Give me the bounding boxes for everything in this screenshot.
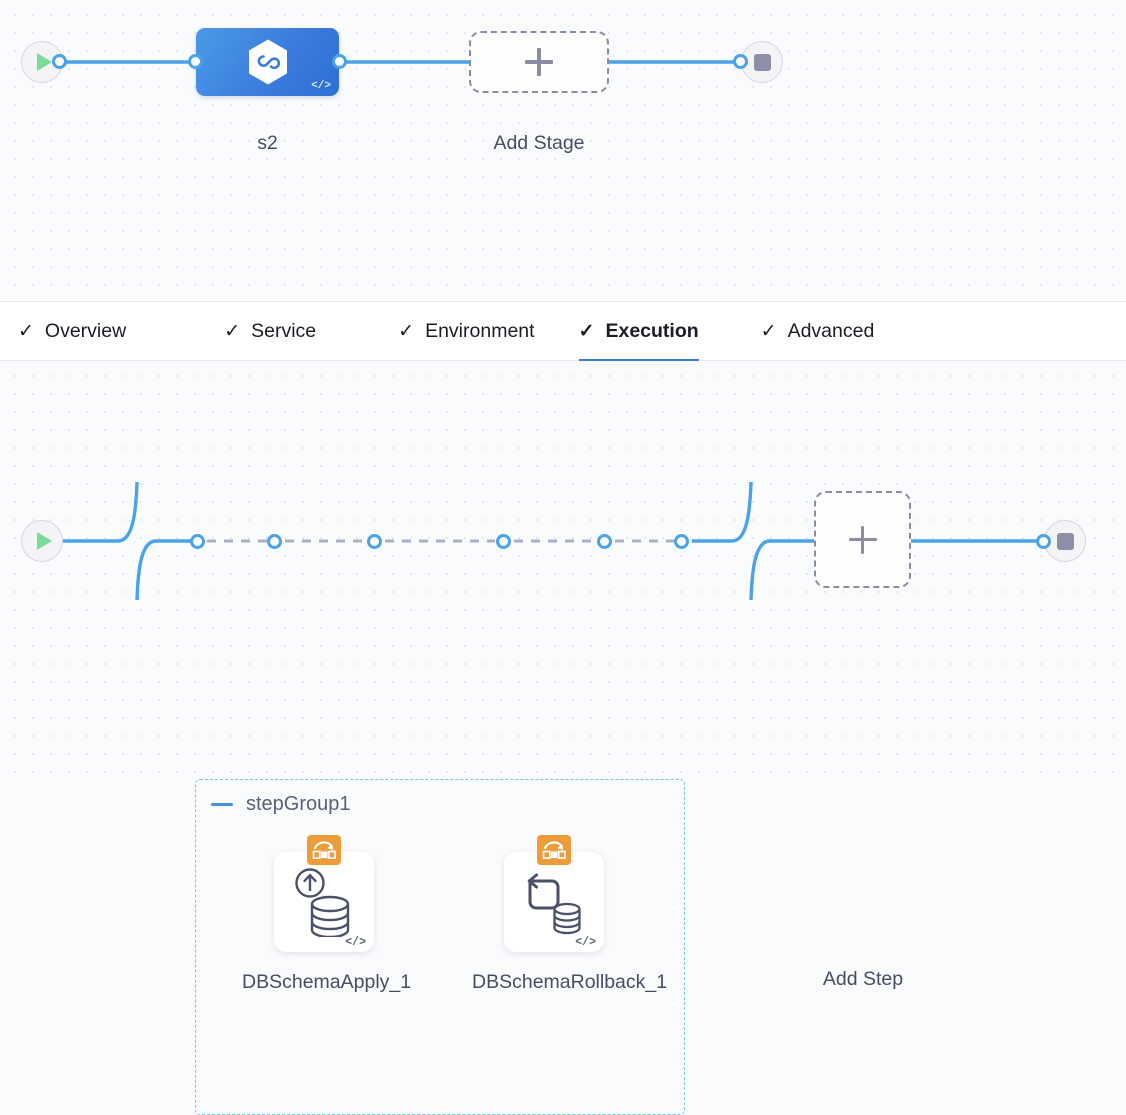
check-icon: ✓	[18, 320, 34, 342]
tab-label: Overview	[44, 319, 127, 342]
minus-icon[interactable]	[211, 802, 233, 807]
step1-code-icon[interactable]: </>	[345, 936, 366, 949]
execution-start-output-port[interactable]	[190, 534, 205, 549]
step-group-container[interactable]	[195, 779, 685, 1115]
stage-node-s2[interactable]: </>	[196, 28, 339, 96]
database-apply-up-arrow-icon	[295, 868, 350, 937]
tab-label: Advanced	[787, 319, 875, 342]
execution-end-input-port[interactable]	[1036, 534, 1051, 549]
step-group-label: stepGroup1	[246, 793, 351, 815]
stage-node-label: s2	[257, 132, 278, 154]
execution-steps-canvas[interactable]: stepGroup1 </>	[0, 361, 1126, 1115]
step2-output-port[interactable]	[597, 534, 612, 549]
stage-config-tabs[interactable]: ✓ Overview ✓ Service ✓ Environment ✓ Exe…	[0, 301, 1126, 362]
tab-label: Environment	[425, 319, 535, 342]
tab-advanced[interactable]: ✓ Advanced	[761, 302, 875, 361]
step2-label: DBSchemaRollback_1	[472, 971, 668, 993]
tab-service[interactable]: ✓ Service	[224, 302, 316, 361]
step-node-dbschemaapply[interactable]: </>	[274, 835, 374, 952]
plus-icon	[525, 48, 553, 76]
step1-label: DBSchemaApply_1	[242, 971, 412, 993]
step1-output-port[interactable]	[367, 534, 382, 549]
step2-code-icon[interactable]: </>	[575, 936, 596, 949]
stage-node-output-port[interactable]	[332, 54, 347, 69]
tab-label: Service	[251, 319, 317, 342]
play-icon	[36, 532, 52, 550]
check-icon: ✓	[578, 320, 595, 342]
pipeline-stage-canvas[interactable]: </> s2 Add Stage	[0, 0, 1126, 301]
execution-start-node[interactable]	[21, 520, 63, 562]
step-group-header[interactable]: stepGroup1	[211, 793, 351, 816]
play-icon	[36, 53, 52, 71]
check-icon: ✓	[760, 320, 777, 342]
stage-code-icon[interactable]: </>	[311, 80, 331, 92]
add-stage-label: Add Stage	[493, 132, 585, 154]
db-schema-migration-icon	[307, 835, 341, 865]
stage-end-input-port[interactable]	[733, 54, 748, 69]
step2-input-port[interactable]	[496, 534, 511, 549]
stage-end-node[interactable]	[741, 41, 783, 83]
execution-connector-wires	[61, 481, 1055, 601]
step1-input-port[interactable]	[267, 534, 282, 549]
plus-icon	[848, 525, 877, 554]
tab-overview[interactable]: ✓ Overview	[18, 302, 126, 361]
add-step-button[interactable]	[814, 491, 911, 588]
tab-environment[interactable]: ✓ Environment	[398, 302, 534, 361]
stage-start-output-port[interactable]	[52, 54, 67, 69]
stop-icon	[1056, 532, 1074, 550]
database-rollback-arrow-icon	[527, 873, 581, 935]
tab-execution[interactable]: ✓ Execution	[578, 302, 699, 362]
pipeline-hexagon-icon	[248, 39, 287, 85]
db-schema-migration-icon	[537, 835, 571, 865]
check-icon: ✓	[398, 320, 415, 342]
step-group-output-port[interactable]	[674, 534, 689, 549]
stop-icon	[753, 53, 771, 71]
add-stage-button[interactable]	[469, 31, 609, 93]
tab-label: Execution	[605, 319, 699, 342]
step-node-dbschemarollback[interactable]: </>	[504, 835, 604, 952]
check-icon: ✓	[224, 320, 241, 342]
add-step-label: Add Step	[822, 968, 904, 990]
stage-node-input-port[interactable]	[188, 54, 203, 69]
